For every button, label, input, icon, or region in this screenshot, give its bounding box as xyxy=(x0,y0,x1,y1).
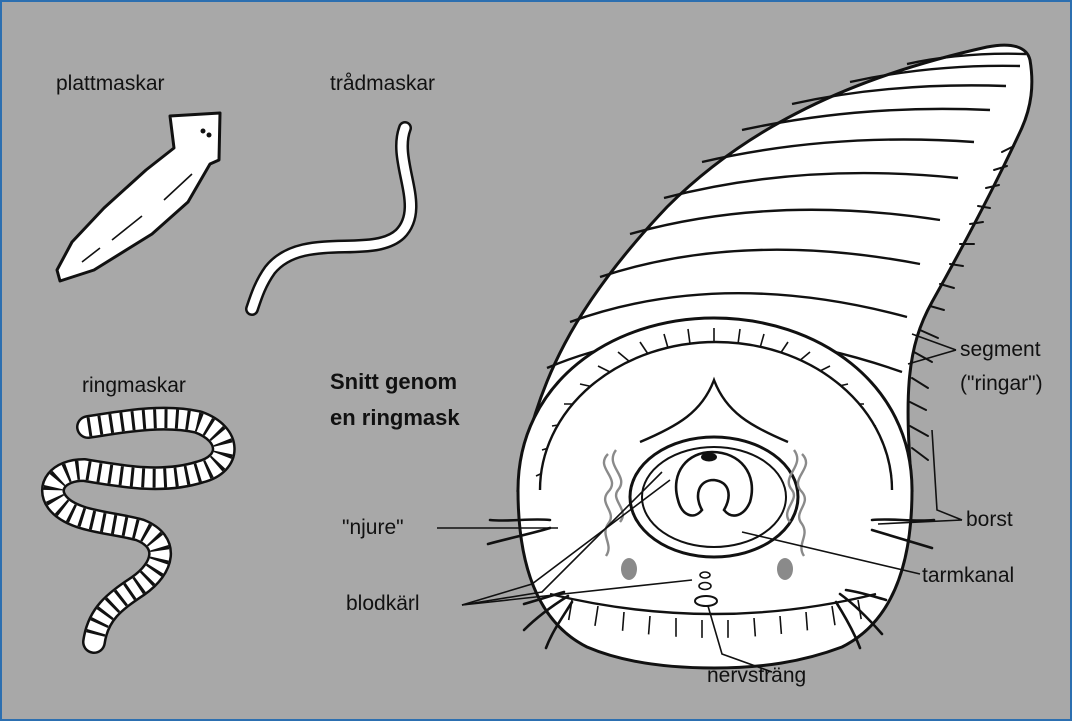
label-kidney: "njure" xyxy=(342,516,404,540)
label-flatworms: plattmaskar xyxy=(56,72,165,96)
dorsal-vessel xyxy=(701,453,717,462)
roundworm-drawing xyxy=(252,128,411,309)
label-blood-vessels: blodkärl xyxy=(346,592,420,616)
label-segment: segment xyxy=(960,338,1041,362)
label-intestine: tarmkanal xyxy=(922,564,1014,588)
nerve-cord xyxy=(695,596,717,606)
section-title-line2: en ringmask xyxy=(330,406,460,430)
label-rings: ("ringar") xyxy=(960,372,1043,396)
flatworm-drawing xyxy=(57,113,220,281)
label-bristles: borst xyxy=(966,508,1013,532)
section-title-line1: Snitt genom xyxy=(330,370,457,394)
label-roundworms: trådmaskar xyxy=(330,72,435,96)
ringworm-drawing xyxy=(53,419,224,642)
label-nerve-cord: nervsträng xyxy=(707,664,806,688)
label-ringworms: ringmaskar xyxy=(82,374,186,398)
